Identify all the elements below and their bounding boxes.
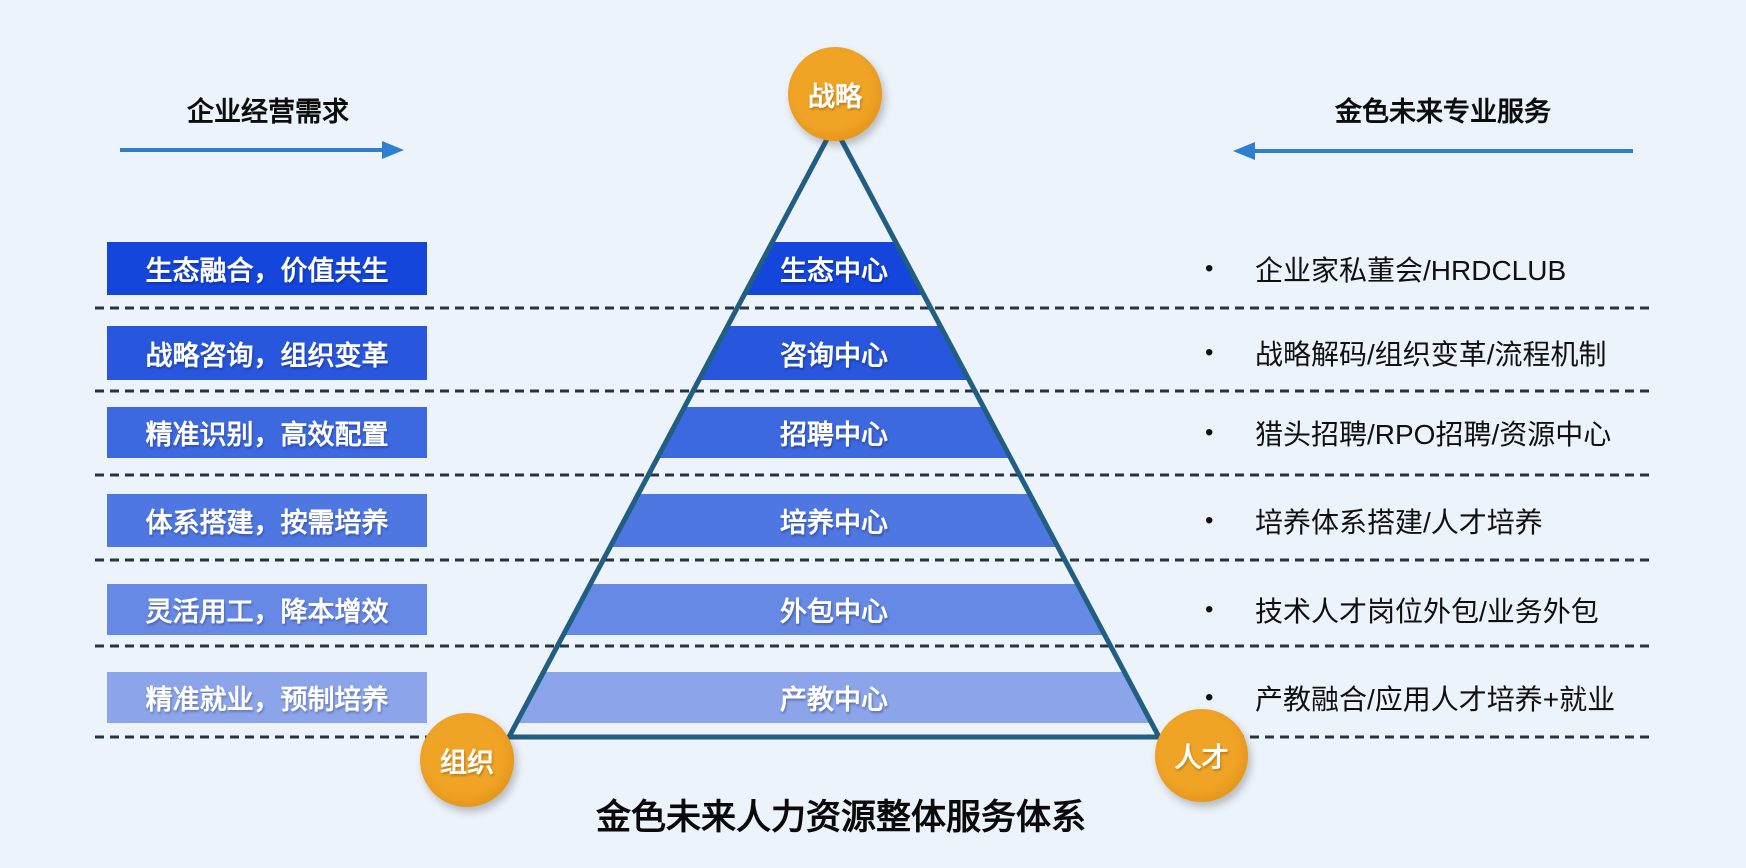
strategy-circle-label: 战略: [808, 81, 862, 112]
pyramid-band: [509, 584, 1159, 635]
needs-arrow-right-icon: [120, 141, 404, 159]
pyramid-band-label: 生态中心: [780, 256, 888, 286]
bullet-icon: •: [1205, 418, 1214, 446]
strategy-circle: 战略: [788, 47, 882, 141]
pyramid-band: [509, 672, 1159, 723]
service-item: • 技术人才岗位外包/业务外包: [1205, 584, 1665, 635]
right-column-header: 金色未来专业服务: [1335, 97, 1551, 127]
pyramid-band-label: 咨询中心: [780, 340, 888, 371]
bullet-icon: •: [1205, 595, 1214, 623]
left-column-header: 企业经营需求: [187, 97, 349, 127]
bullet-icon: •: [1205, 254, 1214, 282]
need-label: 体系搭建，按需培养: [145, 508, 389, 538]
talent-circle-label: 人才: [1174, 743, 1229, 773]
need-label: 精准识别，高效配置: [145, 420, 389, 450]
need-label: 生态融合，价值共生: [145, 256, 389, 286]
organization-circle-label: 组织: [440, 747, 494, 778]
service-item: • 培养体系搭建/人才培养: [1205, 494, 1665, 547]
need-box: 精准就业，预制培养: [107, 672, 427, 723]
need-label: 灵活用工，降本增效: [145, 597, 389, 627]
service-item: • 战略解码/组织变革/流程机制: [1205, 326, 1665, 380]
pyramid-band-label: 招聘中心: [780, 420, 888, 450]
service-label: 产教融合/应用人才培养+就业: [1255, 683, 1616, 715]
need-box: 生态融合，价值共生: [107, 242, 427, 295]
talent-circle: 人才: [1155, 709, 1248, 802]
service-label: 战略解码/组织变革/流程机制: [1255, 339, 1607, 370]
arrow-head: [382, 141, 404, 159]
need-box: 灵活用工，降本增效: [107, 584, 427, 635]
service-label: 技术人才岗位外包/业务外包: [1255, 595, 1599, 627]
service-item: • 产教融合/应用人才培养+就业: [1205, 672, 1665, 723]
bullet-icon: •: [1205, 339, 1214, 366]
services-arrow-left-icon: [1233, 142, 1633, 160]
service-item: • 企业家私董会/HRDCLUB: [1205, 242, 1665, 295]
need-box: 体系搭建，按需培养: [107, 494, 427, 547]
service-label: 猎头招聘/RPO招聘/资源中心: [1255, 418, 1612, 450]
need-label: 精准就业，预制培养: [145, 685, 389, 715]
bullet-icon: •: [1205, 506, 1214, 534]
pyramid-band-label: 外包中心: [780, 597, 888, 627]
service-item: • 猎头招聘/RPO招聘/资源中心: [1205, 407, 1665, 458]
row-separator-lines: [95, 306, 1652, 739]
pyramid-outline: [504, 120, 1164, 740]
bullet-icon: •: [1205, 683, 1214, 711]
diagram-title: 金色未来人力资源整体服务体系: [595, 798, 1086, 837]
need-label: 战略咨询，组织变革: [145, 340, 389, 371]
service-label: 企业家私董会/HRDCLUB: [1255, 254, 1567, 286]
pyramid-band-label: 培养中心: [780, 508, 888, 538]
pyramid-bands: [509, 242, 1159, 723]
need-box: 战略咨询，组织变革: [107, 326, 427, 380]
service-label: 培养体系搭建/人才培养: [1255, 506, 1543, 538]
need-box: 精准识别，高效配置: [107, 407, 427, 458]
arrow-head: [1233, 142, 1255, 160]
pyramid-band-label: 产教中心: [780, 685, 888, 715]
organization-circle: 组织: [420, 713, 514, 807]
